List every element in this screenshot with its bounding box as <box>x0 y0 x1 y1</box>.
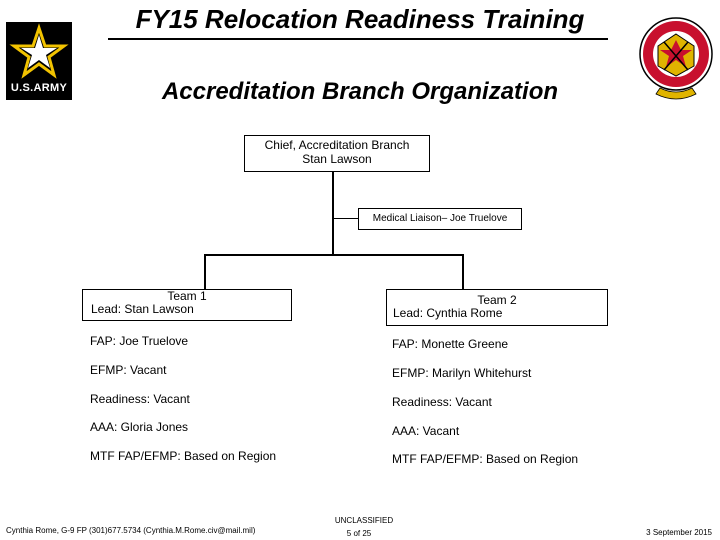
chief-title: Chief, Accreditation Branch <box>264 138 410 152</box>
connector-team-2 <box>462 254 464 290</box>
connector-team-bus <box>204 254 464 256</box>
team-2-name: Team 2 <box>477 293 517 307</box>
footer-date: 3 September 2015 <box>646 528 712 537</box>
us-army-logo: U.S.ARMY <box>6 22 72 100</box>
footer-classification: UNCLASSIFIED <box>334 516 394 525</box>
connector-vertical-main <box>332 172 334 256</box>
team-1-row-readiness: Readiness: Vacant <box>90 392 190 406</box>
chief-box: Chief, Accreditation Branch Stan Lawson <box>244 135 430 172</box>
team-2-lead: Lead: Cynthia Rome <box>393 306 503 320</box>
command-seal-logo <box>636 12 716 102</box>
footer-page-number: 5 of 25 <box>346 529 372 538</box>
team-2-row-aaa: AAA: Vacant <box>392 424 460 438</box>
team-2-row-mtf: MTF FAP/EFMP: Based on Region <box>392 452 579 466</box>
page-title: FY15 Relocation Readiness Training <box>135 4 585 34</box>
team-2-row-fap: FAP: Monette Greene <box>392 337 509 351</box>
team-1-row-aaa: AAA: Gloria Jones <box>90 420 189 434</box>
army-star-icon <box>9 23 69 79</box>
army-logo-text: U.S.ARMY <box>10 82 68 94</box>
connector-liaison <box>332 218 358 219</box>
title-underline <box>108 38 608 40</box>
team-2-row-efmp: EFMP: Marilyn Whitehurst <box>392 366 532 380</box>
team-1-row-fap: FAP: Joe Truelove <box>90 334 189 348</box>
team-1-row-efmp: EFMP: Vacant <box>90 363 167 377</box>
chief-name: Stan Lawson <box>302 152 372 166</box>
liaison-label: Medical Liaison– Joe Truelove <box>372 213 508 224</box>
team-2-box: Team 2 Lead: Cynthia Rome <box>386 289 608 326</box>
team-1-box: Team 1 Lead: Stan Lawson <box>82 289 292 321</box>
team-1-row-mtf: MTF FAP/EFMP: Based on Region <box>90 449 277 463</box>
team-1-lead: Lead: Stan Lawson <box>91 302 194 316</box>
team-1-name: Team 1 <box>167 289 207 303</box>
liaison-box: Medical Liaison– Joe Truelove <box>358 208 522 230</box>
team-2-row-readiness: Readiness: Vacant <box>392 395 492 409</box>
connector-team-1 <box>204 254 206 290</box>
footer-contact: Cynthia Rome, G-9 FP (301)677.5734 (Cynt… <box>6 526 256 535</box>
page-subtitle: Accreditation Branch Organization <box>161 78 559 105</box>
